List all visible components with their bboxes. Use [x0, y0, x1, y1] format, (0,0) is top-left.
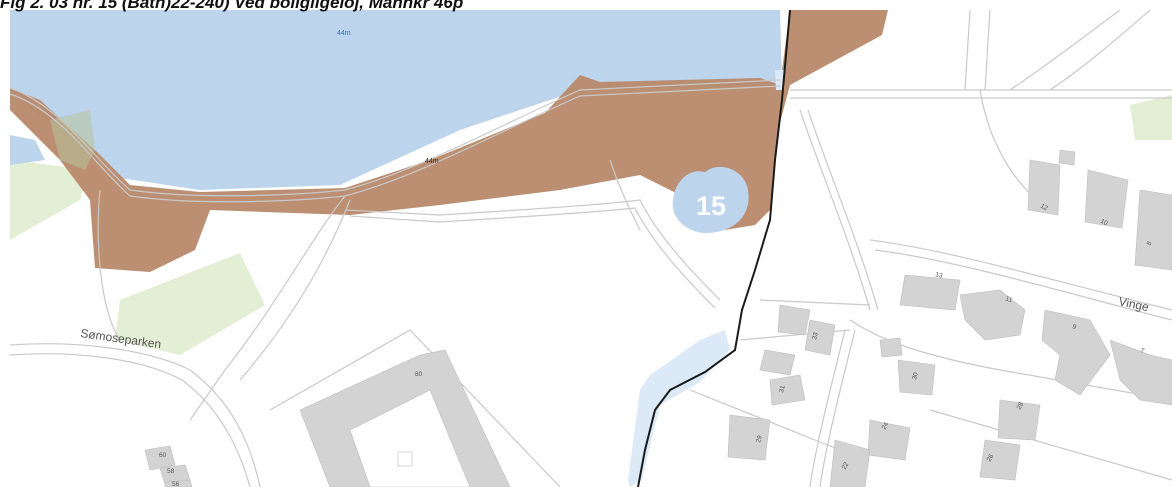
house-number: 28: [1016, 401, 1026, 411]
map-title: Fig 2. 03 nr. 15 (Bath)22-240) Ved bolig…: [0, 0, 464, 12]
green-area: [10, 160, 90, 240]
house-number: 33: [811, 331, 820, 340]
flood-zone: [10, 10, 888, 272]
house-number: 9: [1071, 323, 1077, 331]
path-network: [9, 10, 1172, 487]
building-80-courtyard: [349, 389, 471, 487]
house-number: 80: [415, 371, 423, 378]
house-number: 22: [841, 461, 851, 471]
water-depth-label: 44m: [337, 30, 351, 37]
house-number: 7: [1139, 347, 1145, 355]
house-number: 58: [167, 468, 175, 475]
map-view[interactable]: 44m 44m 15 Sømoseparken Vinge 80 60 58 5…: [0, 10, 1172, 487]
green-overlay: [50, 110, 95, 170]
water-depth-label: 44m: [425, 158, 439, 165]
house-number: 11: [1004, 295, 1013, 304]
house-number: 30: [911, 371, 920, 380]
house-number: 8: [1146, 240, 1154, 247]
house-number: 24: [881, 421, 891, 431]
house-number: 13: [934, 271, 943, 280]
pond: [672, 166, 749, 234]
lake-edge: [10, 135, 45, 165]
stream-channel: [628, 330, 730, 487]
house-number: 26: [986, 453, 996, 463]
street-label: Vinge: [1117, 294, 1150, 314]
green-area: [1130, 95, 1172, 140]
house-number: 31: [778, 384, 787, 393]
house-number: 29: [755, 434, 764, 443]
house-number-labels: 80 60 58 56 33 31 30 29 28 26 24 22 13 1…: [159, 203, 1154, 487]
buildings: [144, 149, 1172, 487]
lake: [10, 10, 782, 190]
house-number: 60: [159, 452, 167, 459]
area-number-label: 15: [696, 191, 726, 221]
house-number: 56: [172, 481, 180, 487]
house-number: 10: [1099, 218, 1109, 228]
green-area: [115, 253, 265, 355]
house-number: 12: [1039, 203, 1049, 213]
map-canvas[interactable]: 44m 44m 15 Sømoseparken Vinge 80 60 58 5…: [0, 10, 1172, 487]
stream-line: [637, 10, 791, 487]
